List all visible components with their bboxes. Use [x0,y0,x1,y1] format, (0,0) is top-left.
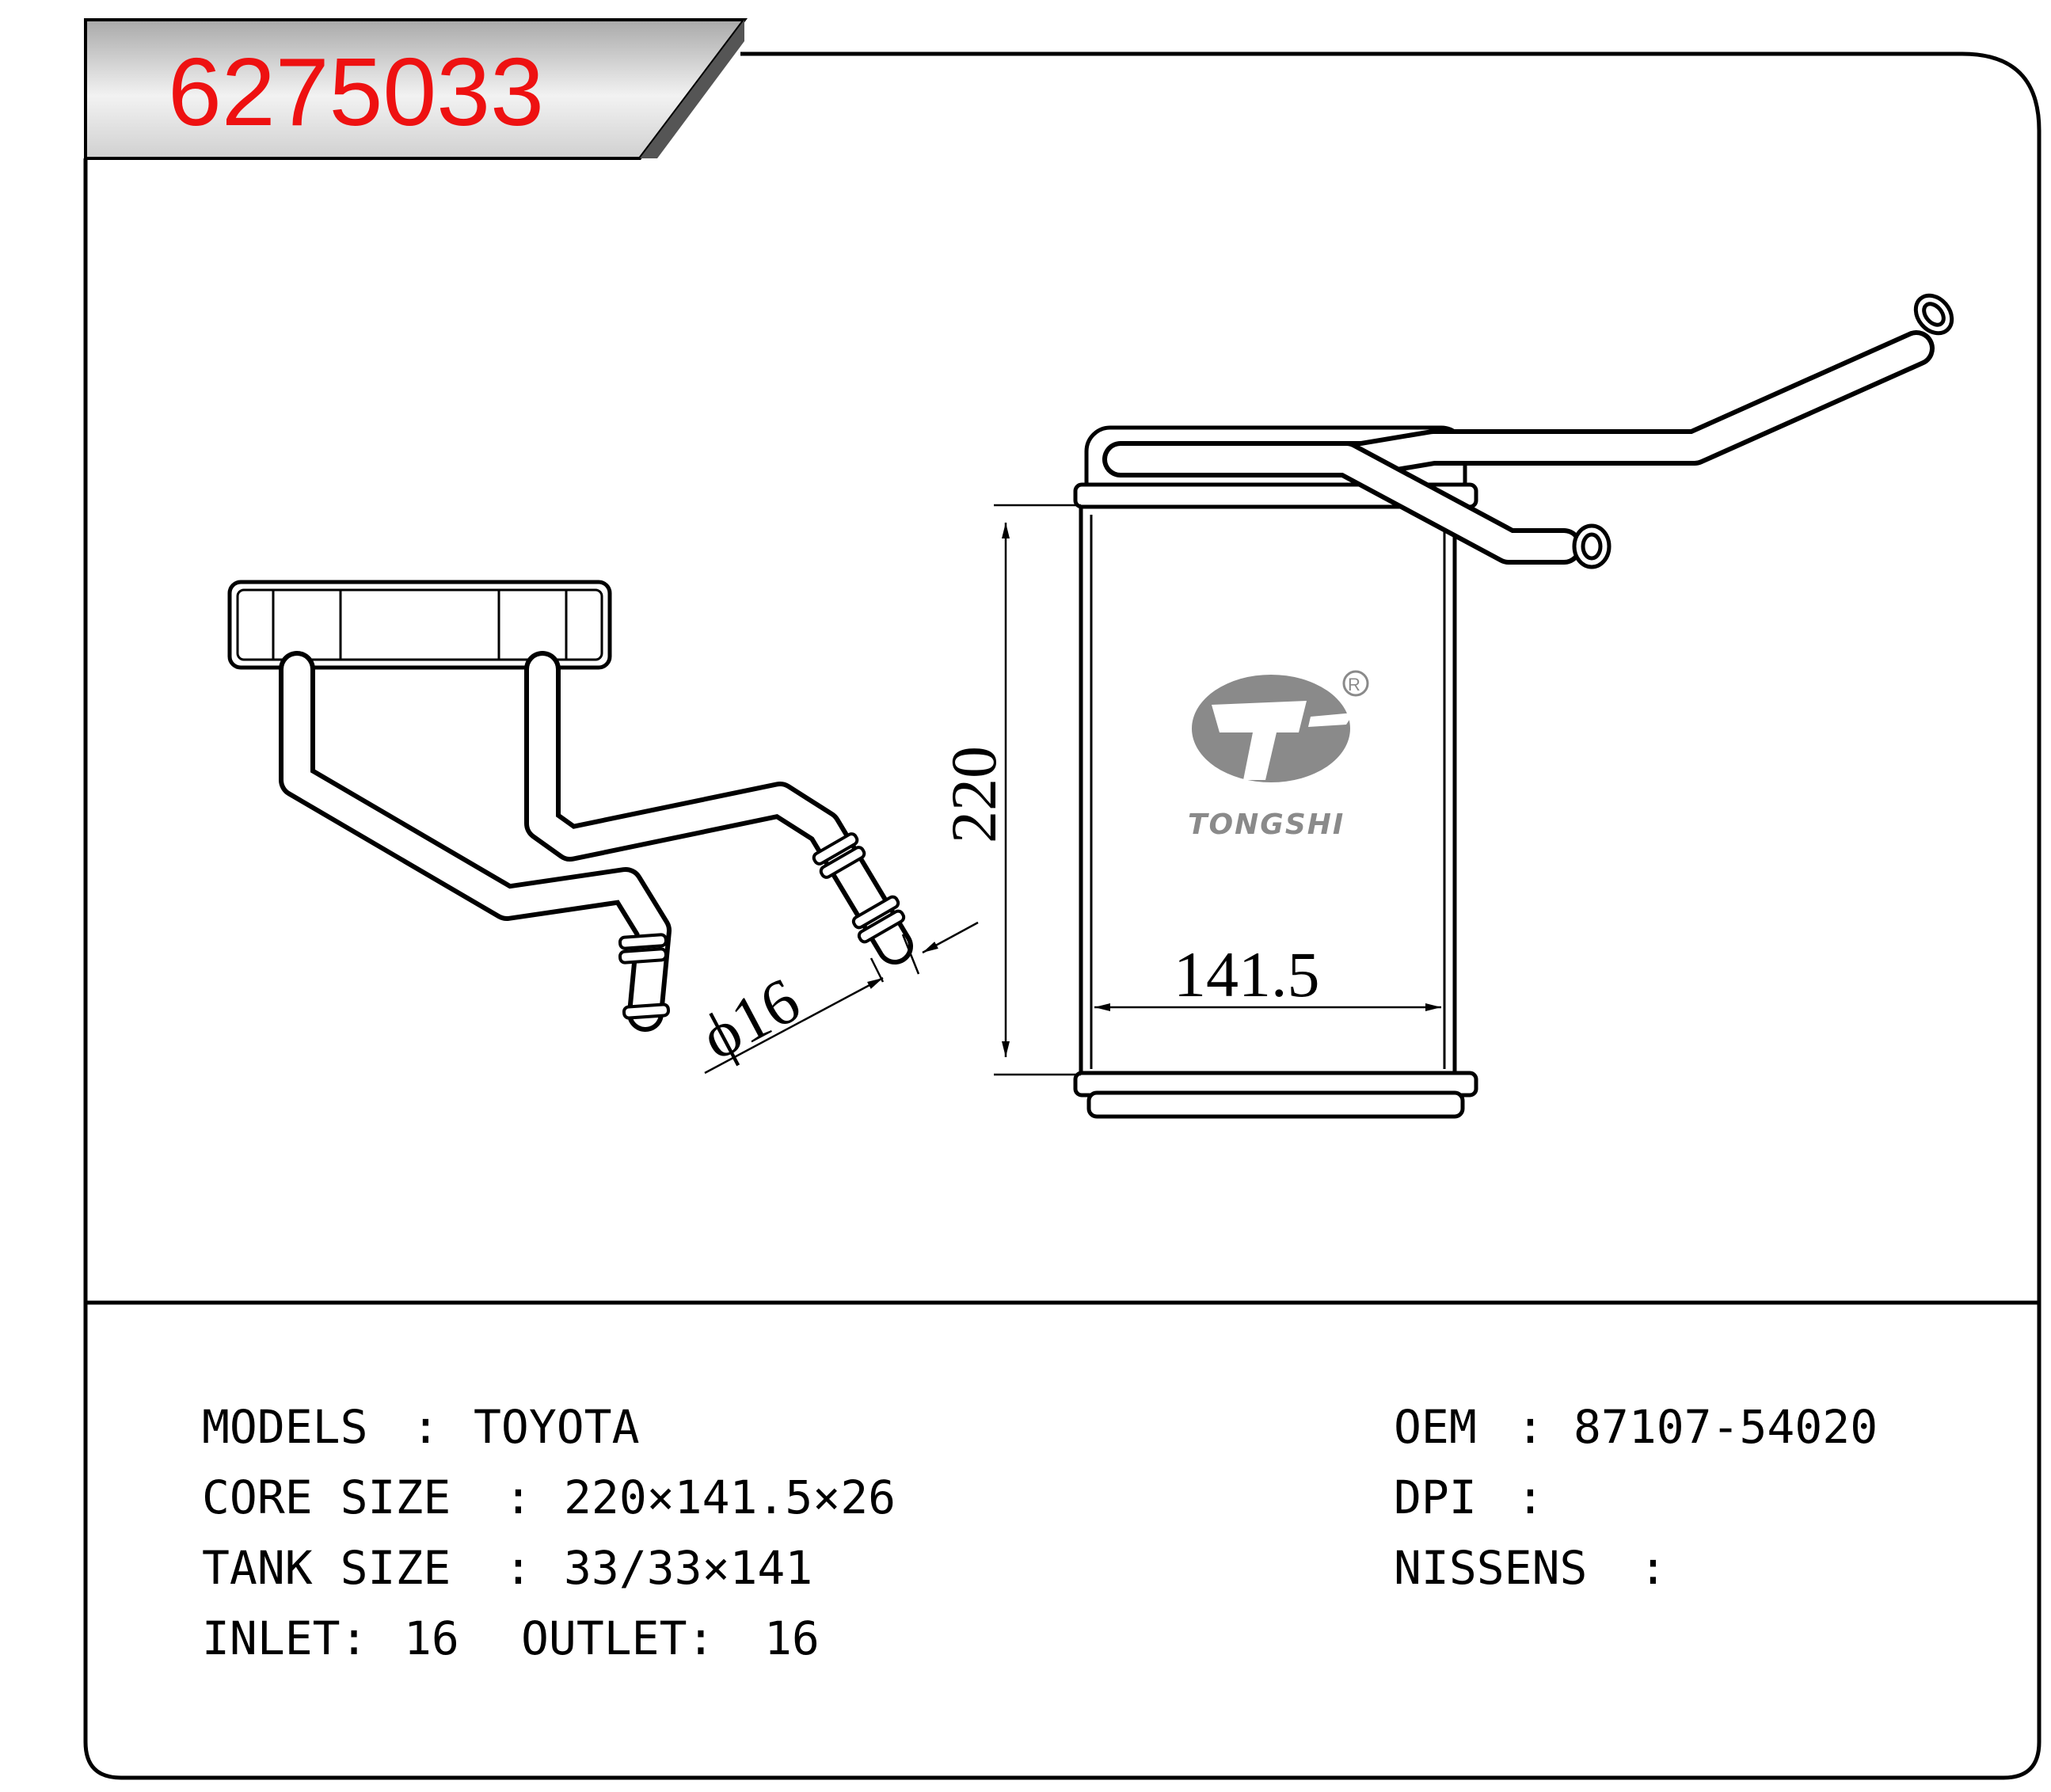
oem-separator: : [1516,1400,1544,1454]
core-size-value: 220×141.5×26 [564,1471,896,1524]
oem-value: 87107-54020 [1573,1400,1878,1454]
spec-right: OEM : 87107-54020 DPI : NISSENS : [1394,1400,1878,1595]
spec-left: MODELS : TOYOTA CORE SIZE : 220×141.5×26… [202,1400,896,1665]
dpi-separator: : [1516,1471,1544,1524]
height-dimension-label: 220 [938,746,1010,843]
models-label: MODELS [202,1400,368,1454]
side-view: ϕ16 [227,580,979,1075]
front-view: R TONGSHI 220 141.5 [938,293,1954,1119]
inlet-value: 16 [404,1611,459,1665]
tank-size-value: 33/33×141 [564,1541,812,1595]
header-band: 6275033 [84,18,748,160]
nissens-label: NISSENS [1394,1541,1587,1595]
inlet-label: INLET: [202,1611,368,1665]
registered-mark: R [1348,675,1360,694]
width-dimension-label: 141.5 [1174,938,1320,1010]
outer-frame [83,51,2041,1780]
nissens-separator: : [1639,1541,1667,1595]
diameter-label: ϕ16 [690,964,811,1074]
dpi-label: DPI [1394,1471,1477,1524]
tongshi-logo: R TONGSHI [1188,670,1369,841]
tank-size-separator: : [504,1541,532,1595]
outlet-label: OUTLET: [521,1611,714,1665]
tank-size-label: TANK SIZE [202,1541,451,1595]
models-value: TOYOTA [474,1400,640,1454]
part-number: 6275033 [168,38,544,146]
models-separator: : [412,1400,440,1454]
core-size-separator: : [504,1471,532,1524]
outlet-value: 16 [764,1611,820,1665]
oem-label: OEM [1394,1400,1477,1454]
core-size-label: CORE SIZE [202,1471,451,1524]
brand-name: TONGSHI [1188,808,1345,841]
